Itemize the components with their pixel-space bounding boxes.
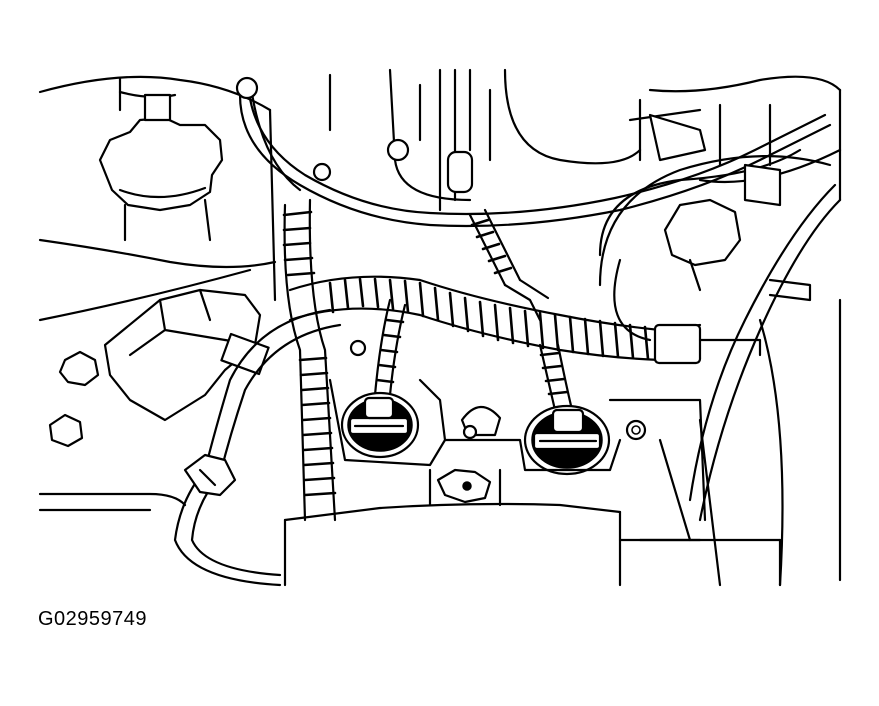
harness-ribs <box>328 277 650 361</box>
right-plug-cap <box>523 404 611 476</box>
line-drawing <box>38 68 842 587</box>
center-diagonal-tubes <box>468 208 550 322</box>
main-wiring-harness <box>288 275 762 365</box>
figure-code: G02959749 <box>38 608 148 630</box>
left-plug-wire <box>373 298 407 397</box>
lower-block <box>283 502 702 587</box>
right-plug-wire <box>538 343 574 412</box>
overhead-cable <box>235 76 832 228</box>
left-vertical-tube <box>282 198 337 522</box>
cylinder-head-casting <box>328 378 707 522</box>
left-bolts <box>48 138 647 448</box>
reservoir-cap <box>98 90 224 242</box>
left-plug-cap <box>340 391 420 459</box>
right-thin-cables <box>598 155 842 522</box>
left-small-cable <box>173 308 342 587</box>
center-rods <box>418 68 492 212</box>
left-connector <box>103 288 270 422</box>
right-sensor-cap <box>598 113 812 342</box>
